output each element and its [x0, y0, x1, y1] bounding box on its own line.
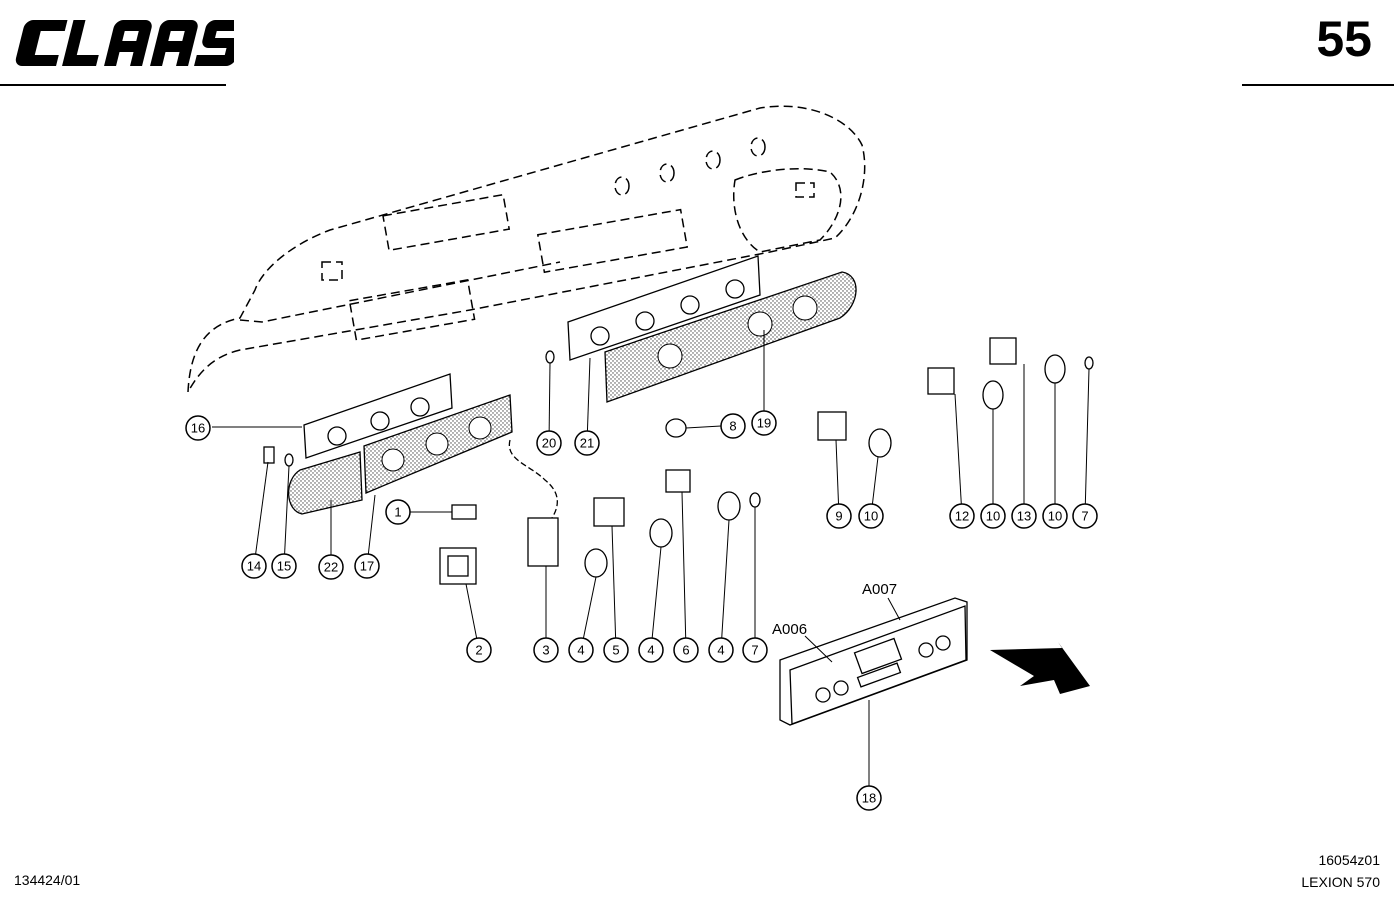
svg-text:22: 22 [324, 560, 338, 575]
svg-text:4: 4 [717, 643, 724, 658]
header-rule-right [1242, 84, 1394, 86]
svg-text:4: 4 [647, 643, 654, 658]
refdes-a006: A006 [772, 621, 807, 638]
svg-text:7: 7 [1081, 509, 1088, 524]
svg-text:18: 18 [862, 791, 876, 806]
model-name: LEXION 570 [1301, 874, 1380, 890]
callout: 16 [185, 415, 211, 441]
svg-text:10: 10 [1048, 509, 1062, 524]
left-switch-panel [303, 373, 453, 459]
callout: 10 [858, 503, 884, 529]
svg-text:12: 12 [955, 509, 969, 524]
hardware [263, 337, 1094, 585]
svg-text:5: 5 [612, 643, 619, 658]
svg-text:19: 19 [757, 416, 771, 431]
svg-text:13: 13 [1017, 509, 1031, 524]
climate-control-unit [779, 597, 968, 726]
svg-text:6: 6 [682, 643, 689, 658]
refdes-a007: A007 [862, 581, 897, 598]
view-direction-arrow [990, 642, 1090, 694]
left-trim-plate [363, 394, 513, 494]
svg-text:20: 20 [542, 436, 556, 451]
svg-text:10: 10 [986, 509, 1000, 524]
svg-text:4: 4 [577, 643, 584, 658]
svg-text:3: 3 [542, 643, 549, 658]
svg-text:2: 2 [475, 643, 482, 658]
callout: 10 [1042, 503, 1068, 529]
svg-text:21: 21 [580, 436, 594, 451]
callout: 13 [1011, 503, 1037, 529]
svg-text:15: 15 [277, 559, 291, 574]
svg-text:9: 9 [835, 509, 842, 524]
left-cover-plate [288, 451, 363, 515]
doc-number: 134424/01 [14, 872, 81, 888]
svg-text:7: 7 [751, 643, 758, 658]
svg-text:8: 8 [729, 419, 736, 434]
callout: 6 [673, 637, 699, 663]
callout: 15 [271, 553, 297, 579]
callout: 9 [826, 503, 852, 529]
leader-lines [212, 330, 1090, 798]
svg-text:14: 14 [247, 559, 261, 574]
callout: 21 [574, 430, 600, 456]
header-rule-left [0, 84, 226, 86]
callout: 7 [742, 637, 768, 663]
right-switch-panel [567, 255, 761, 361]
callout: 22 [318, 554, 344, 580]
callout: 20 [536, 430, 562, 456]
svg-text:17: 17 [360, 559, 374, 574]
drawing-code: 16054z01 [1318, 852, 1380, 868]
right-trim-plate [604, 271, 857, 403]
wire [508, 439, 558, 519]
callout: 5 [603, 637, 629, 663]
callout: 12 [949, 503, 975, 529]
callout: 19 [751, 410, 777, 436]
callout: 1 [385, 499, 411, 525]
callout: 14 [241, 553, 267, 579]
callout: 10 [980, 503, 1006, 529]
callout: 4 [708, 637, 734, 663]
dashboard-outline [187, 105, 866, 393]
svg-text:10: 10 [864, 509, 878, 524]
svg-text:1: 1 [394, 505, 401, 520]
callout: 4 [638, 637, 664, 663]
callout: 8 [720, 413, 746, 439]
svg-text:16: 16 [191, 421, 205, 436]
callout: 18 [856, 785, 882, 811]
claas-logo [15, 20, 234, 66]
callout: 4 [568, 637, 594, 663]
callout: 17 [354, 553, 380, 579]
page-number: 55 [1316, 11, 1372, 67]
callout: 3 [533, 637, 559, 663]
callout: 2 [466, 637, 492, 663]
callout: 7 [1072, 503, 1098, 529]
